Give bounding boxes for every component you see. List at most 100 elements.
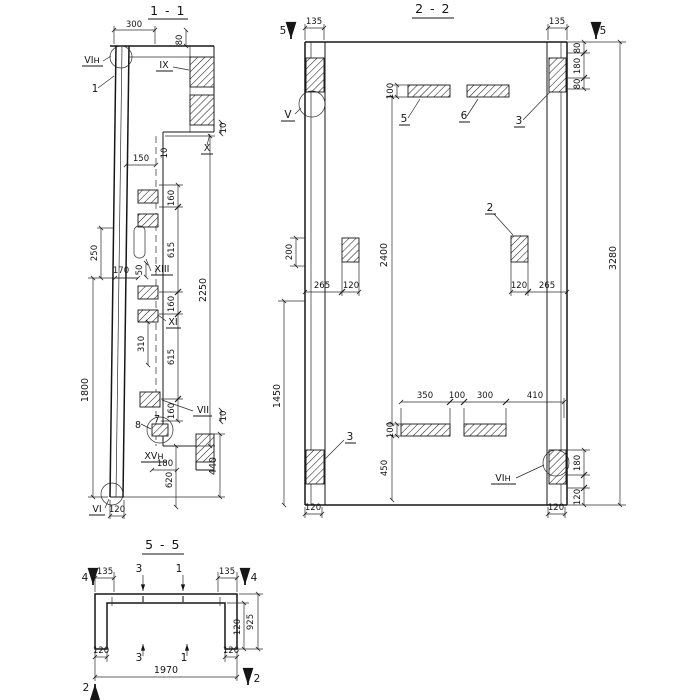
extension-lines [278,24,626,518]
dim-label: 100 [386,83,396,99]
anchor-hatch [548,57,567,93]
section-cut-label: 4 [82,572,89,584]
dim-label: 120 [548,503,564,513]
node-label: VIн [84,55,100,66]
embedded-plate [151,423,169,437]
node-label: XIII [155,264,170,275]
section-5-5: 5 - 5 [82,537,263,700]
dim-label: 100 [386,422,396,438]
dim-label: 10 [219,123,229,134]
dim-label: 615 [167,349,177,365]
node-label: XI [168,317,177,328]
embedded-plate [137,309,159,323]
embedded-plate [341,237,360,263]
embedded-plate [400,423,451,437]
section-cut-label: 2 [83,682,90,694]
node-label: XVн [144,451,163,462]
dim-label: 265 [314,281,330,291]
node-label: VII [197,405,209,416]
dim-label: 250 [90,245,100,261]
dim-label: 135 [306,17,322,27]
section-cut-label: 5 [280,25,287,37]
position-label: 3 [136,652,143,664]
detail-callout-circle [146,416,174,444]
section-2-2: 2 - 2 [272,1,626,518]
flange-cut-hatch [189,56,215,88]
section-cut-label: 5 [600,25,607,37]
position-label: 1 [92,83,99,95]
dim-label: 10 [160,148,170,159]
embedded-plates [133,189,169,437]
dimension-lines [90,27,224,519]
dim-label: 2250 [198,278,209,302]
detail-callout-circle [542,449,570,477]
dim-label: 135 [219,567,235,577]
leg-anchor-hatches [305,57,567,485]
embedded-plate [137,213,159,228]
position-label: 8 [135,420,141,431]
dim-label: 450 [380,460,390,476]
position-label: 3 [347,431,354,443]
dim-label: 300 [126,20,142,30]
dim-label: 1970 [154,665,178,676]
node-label: VIн [495,473,511,484]
dim-label: 160 [167,190,177,206]
dim-label: 120 [223,646,239,656]
flange-cut-hatch [189,94,215,126]
node-label: V [284,109,292,121]
node-label: VI [92,504,101,515]
callouts: 5 5 5 6 3 V 2 3 VIн [280,21,607,485]
embedded-plate [139,391,161,408]
dim-label: 80 [175,35,185,46]
dim-label: 1800 [80,378,91,402]
section-title: 2 - 2 [415,1,451,16]
dim-label: 120 [573,489,583,505]
cut-hatches [189,56,215,463]
dim-label: 100 [449,391,465,401]
slot-opening [133,225,146,259]
dim-label: 410 [527,391,543,401]
embedded-plate [463,423,507,437]
position-label: 3 [516,115,523,127]
dim-label: 300 [477,391,493,401]
dim-label: 310 [137,336,147,352]
channel-outline [94,593,238,650]
dim-label: 925 [246,614,256,630]
dim-label: 170 [113,266,129,276]
dim-label: 160 [167,296,177,312]
dim-label: 120 [93,646,109,656]
dimension-lines [281,25,623,517]
dim-label: 200 [285,244,295,260]
dim-label: 2400 [379,243,390,267]
embedded-plate [137,285,159,300]
section-cut-label: 2 [254,673,261,685]
dimension-texts: 135 135 80 180 80 3280 180 120 200 1450 … [272,17,619,513]
dim-label: 135 [97,567,113,577]
dim-label: 265 [539,281,555,291]
section-1-1: 1 - 1 [80,3,229,519]
dimension-texts: 135 135 925 120 120 120 1970 [93,567,256,676]
detail-callout-circle [298,90,326,118]
anchor-hatch [305,449,325,485]
dim-label: 120 [305,503,321,513]
dim-label: 120 [511,281,527,291]
panel-outline [304,41,568,506]
embedded-plate [137,189,159,204]
position-label: 1 [176,563,183,575]
dim-label: 80 [573,43,583,54]
position-label: 3 [136,563,143,575]
position-label: 7 [154,414,160,425]
dim-label: 10 [219,411,229,422]
section-title: 1 - 1 [150,3,186,18]
position-label: 2 [487,202,494,214]
anchor-hatch [548,449,567,485]
dim-label: 120 [109,505,125,515]
dim-label: 160 [167,403,177,419]
dim-label: 440 [208,457,219,475]
position-label: 5 [401,113,408,125]
dim-label: 615 [167,242,177,258]
dim-label: 150 [133,154,149,164]
section-cut-label: 4 [251,572,258,584]
embedded-plate [466,84,510,98]
dim-label: 350 [417,391,433,401]
